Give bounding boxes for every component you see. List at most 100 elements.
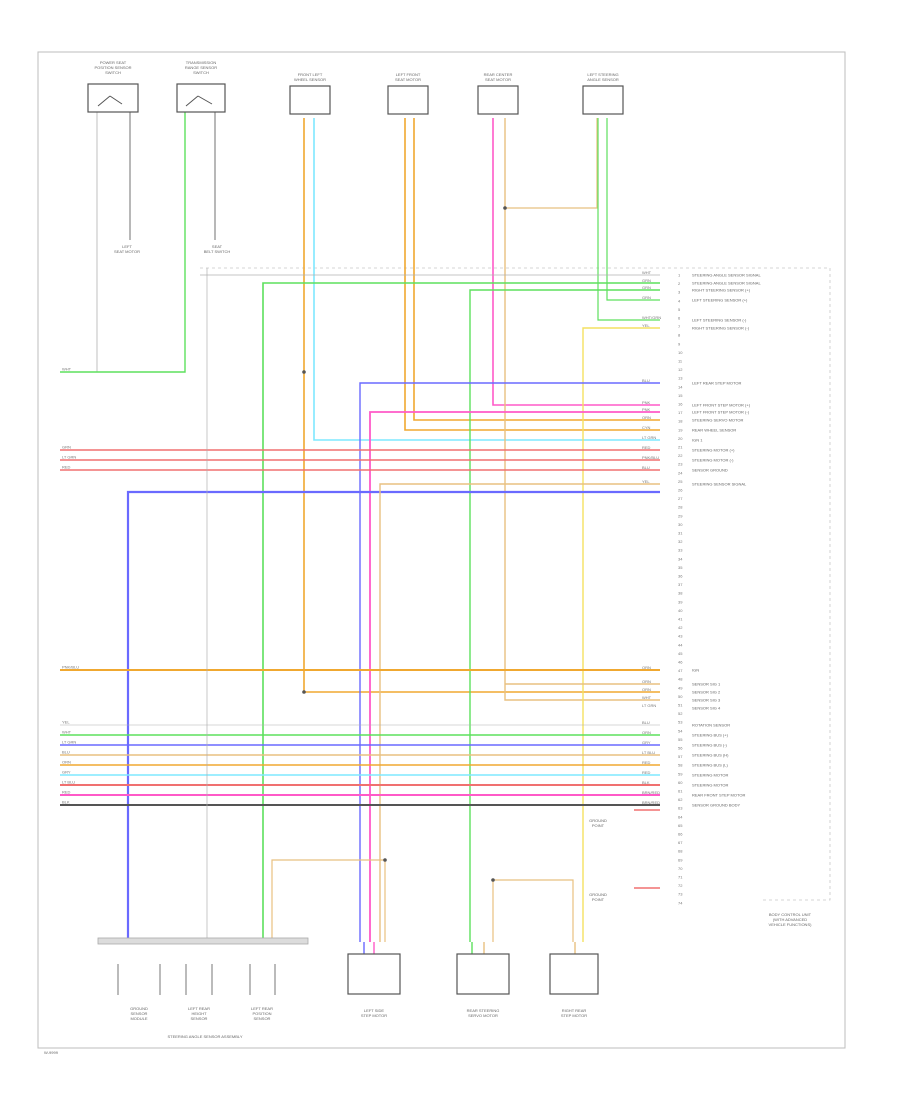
- module-pin-number: 43: [678, 634, 683, 639]
- module-pin-number: 30: [678, 522, 683, 527]
- module-pin-function: STEERING MOTOR: [692, 773, 728, 778]
- module-pin-number: 72: [678, 883, 683, 888]
- module-pin-number: 58: [678, 763, 683, 768]
- splice-dot: [491, 878, 495, 882]
- module-pin-column: 1234567891011121314151617181920212223242…: [642, 270, 761, 905]
- rear-steering-servo-motor: [456, 953, 510, 995]
- module-pin-number: 23: [678, 462, 683, 467]
- module-pin-number: 22: [678, 453, 683, 458]
- wire-color-tag: ORN: [62, 760, 71, 765]
- module-pin-function: IGN 1: [692, 438, 703, 443]
- module-pin-number: 56: [678, 746, 683, 751]
- module-pin-number: 17: [678, 410, 683, 415]
- rear-seat-motor-wire: [505, 118, 598, 209]
- left-rear-height-sensor: [185, 964, 213, 995]
- page-code: W-9999: [44, 1050, 59, 1055]
- rear-center-seat-motor: [477, 85, 519, 115]
- module-pin-number: 57: [678, 754, 683, 759]
- module-pin-number: 2: [678, 281, 681, 286]
- rear-seat-motor-wire: [492, 118, 660, 406]
- wire-color-tag: RED: [642, 770, 651, 775]
- steering-sensor-wire: [606, 118, 660, 301]
- wire-color-tag: RED: [62, 790, 71, 795]
- wire-color-tag: LT GRN: [62, 455, 76, 460]
- wire-color-tag: YEL: [642, 323, 650, 328]
- bottom-connector-bar: [97, 937, 309, 945]
- module-pin-number: 59: [678, 771, 683, 776]
- module-pin-number: 26: [678, 488, 683, 493]
- module-pin-number: 16: [678, 402, 683, 407]
- module-pin-number: 10: [678, 350, 683, 355]
- module-pin-number: 60: [678, 780, 683, 785]
- module-pin-number: 47: [678, 668, 683, 673]
- left-side-step-motor: [347, 953, 401, 995]
- wire-color-tag: YEL: [642, 479, 650, 484]
- wire-color-tag: ORN: [642, 415, 651, 420]
- module-pin-number: 46: [678, 660, 683, 665]
- module-pin-number: 42: [678, 625, 683, 630]
- module-pin-function: SENSOR SIG 1: [692, 682, 721, 687]
- module-pin-number: 39: [678, 599, 683, 604]
- wire-color-tag: BLK: [642, 780, 650, 785]
- wheel-sensor-wire: [313, 118, 660, 441]
- module-pin-number: 20: [678, 436, 683, 441]
- wire-color-tag: RED: [642, 760, 651, 765]
- module-pin-number: 1: [678, 273, 681, 278]
- seat-motor-wire: [413, 118, 660, 421]
- module-pin-function: LEFT FRONT STEP MOTOR (-): [692, 410, 750, 415]
- module-pin-number: 29: [678, 513, 683, 518]
- module-pin-number: 19: [678, 427, 683, 432]
- module-pin-number: 8: [678, 333, 681, 338]
- module-pin-number: 5: [678, 307, 681, 312]
- wire-color-tag: PNK/BLU: [62, 665, 79, 670]
- module-pin-number: 50: [678, 694, 683, 699]
- wire-color-tag: LT GRN: [642, 703, 656, 708]
- splice-dot: [383, 858, 387, 862]
- module-outline: [200, 267, 831, 901]
- module-pin-function: SENSOR SIG 2: [692, 690, 721, 695]
- module-pin-number: 53: [678, 720, 683, 725]
- wire-color-tag: RED: [642, 445, 651, 450]
- wire-color-tag: GRN: [642, 285, 651, 290]
- bottom-link-wire: [271, 859, 386, 942]
- module-pin-number: 36: [678, 574, 683, 579]
- module-pin-function: STEERING BUS (H): [692, 753, 729, 758]
- module-pin-number: 55: [678, 737, 683, 742]
- module-pin-number: 3: [678, 290, 681, 295]
- wire-color-tag: BRN/RED: [642, 800, 660, 805]
- module-pin-number: 67: [678, 840, 683, 845]
- module-pin-number: 62: [678, 797, 683, 802]
- module-pin-number: 35: [678, 565, 683, 570]
- module-pin-number: 14: [678, 384, 683, 389]
- left-front-seat-motor: [387, 85, 429, 115]
- splice-dot: [302, 370, 306, 374]
- wire-color-tag: ORN: [642, 687, 651, 692]
- module-pin-number: 7: [678, 324, 681, 329]
- bottom-components: [117, 953, 599, 995]
- green-bus-wire: [469, 289, 660, 942]
- module-pin-number: 12: [678, 367, 683, 372]
- yellow-bus-wire: [582, 327, 660, 942]
- bottom-link-wire: [492, 879, 574, 942]
- module-pin-number: 11: [678, 359, 683, 364]
- module-pin-number: 33: [678, 548, 683, 553]
- wire-color-tag: LT BLU: [62, 780, 75, 785]
- wire-color-tag: GRY: [62, 770, 71, 775]
- module-pin-number: 68: [678, 849, 683, 854]
- module-pin-function: SENSOR SIG 3: [692, 698, 721, 703]
- module-pin-number: 31: [678, 531, 683, 536]
- left-rear-position-sensor: [249, 964, 276, 995]
- module-pin-number: 61: [678, 789, 683, 794]
- wire-color-tag: WHT: [62, 730, 72, 735]
- module-pin-number: 9: [678, 341, 681, 346]
- wire-color-tag: WHT/GRN: [642, 315, 661, 320]
- module-pin-number: 13: [678, 376, 683, 381]
